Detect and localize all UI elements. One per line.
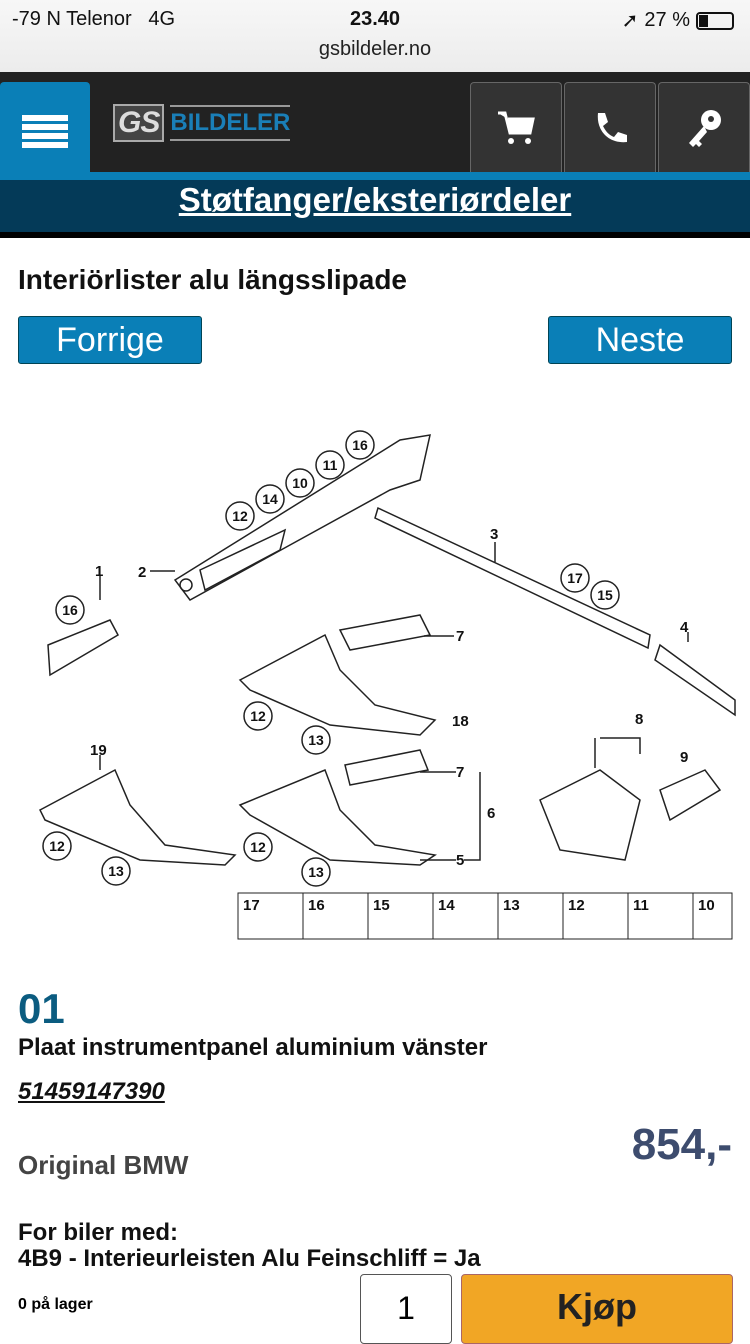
svg-text:14: 14 — [438, 897, 455, 914]
svg-text:12: 12 — [568, 897, 585, 914]
svg-text:6: 6 — [487, 805, 495, 822]
location-icon: ➚ — [621, 10, 639, 32]
svg-text:19: 19 — [90, 742, 107, 759]
svg-text:10: 10 — [698, 897, 715, 914]
svg-text:13: 13 — [108, 863, 124, 879]
svg-text:15: 15 — [597, 587, 613, 603]
phone-button[interactable] — [564, 82, 656, 172]
svg-text:8: 8 — [635, 711, 643, 728]
compatibility: For biler med:4B9 - Interieurleisten Alu… — [18, 1220, 481, 1272]
svg-text:17: 17 — [243, 897, 260, 914]
status-bar: -79 N Telenor 4G 23.40 gsbildeler.no ➚27… — [0, 0, 750, 72]
svg-text:9: 9 — [680, 749, 688, 766]
brand: Original BMW — [18, 1150, 189, 1180]
svg-text:16: 16 — [352, 437, 368, 453]
svg-text:11: 11 — [633, 897, 649, 914]
phone-icon — [597, 112, 627, 142]
svg-text:3: 3 — [490, 526, 498, 543]
svg-text:16: 16 — [308, 897, 325, 914]
svg-text:12: 12 — [250, 839, 266, 855]
product-name: Plaat instrumentpanel aluminium vänster — [18, 1034, 488, 1061]
svg-text:13: 13 — [503, 897, 520, 914]
item-number: 01 — [18, 985, 65, 1032]
svg-text:11: 11 — [323, 457, 338, 473]
cart-icon — [498, 111, 535, 144]
menu-button[interactable] — [0, 82, 90, 182]
for-value: 4B9 - Interieurleisten Alu Feinschliff =… — [18, 1245, 481, 1272]
svg-text:7: 7 — [456, 628, 464, 645]
svg-text:12: 12 — [250, 708, 266, 724]
category-link[interactable]: Støtfanger/eksteriørdeler — [0, 180, 750, 238]
svg-text:10: 10 — [292, 475, 308, 491]
svg-text:12: 12 — [49, 838, 65, 854]
page-title: Interiörlister alu längsslipade — [18, 264, 408, 295]
buy-button[interactable]: Kjøp — [461, 1274, 733, 1344]
prev-button[interactable]: Forrige — [18, 316, 202, 364]
svg-text:14: 14 — [262, 491, 278, 507]
svg-text:15: 15 — [373, 897, 390, 914]
price: 854,- — [631, 1120, 732, 1169]
svg-text:7: 7 — [456, 764, 464, 781]
url-bar[interactable]: gsbildeler.no — [318, 38, 432, 60]
login-button[interactable] — [658, 82, 750, 172]
svg-text:4: 4 — [680, 619, 689, 636]
battery-icon — [696, 11, 734, 30]
svg-text:17: 17 — [567, 570, 583, 586]
key-icon — [689, 109, 721, 147]
parts-legend — [237, 892, 733, 940]
svg-text:1: 1 — [95, 563, 103, 580]
cart-button[interactable] — [470, 82, 562, 172]
carrier: -79 N Telenor 4G — [12, 8, 176, 30]
svg-text:13: 13 — [308, 732, 324, 748]
hamburger-icon — [22, 115, 68, 148]
next-button[interactable]: Neste — [548, 316, 732, 364]
logo-gs: GS — [113, 104, 165, 142]
svg-text:5: 5 — [456, 852, 464, 869]
svg-text:12: 12 — [232, 508, 248, 524]
stock-status: 0 på lager — [18, 1296, 93, 1313]
logo-text: BILDELER — [170, 105, 291, 141]
svg-text:2: 2 — [138, 564, 146, 581]
svg-text:18: 18 — [452, 713, 469, 730]
battery-percent: 27 % — [644, 9, 690, 31]
part-number-link[interactable]: 51459147390 — [18, 1078, 165, 1105]
svg-text:13: 13 — [308, 864, 324, 880]
svg-text:16: 16 — [62, 602, 78, 618]
clock: 23.40 — [349, 8, 401, 30]
for-label: For biler med: — [18, 1219, 179, 1246]
